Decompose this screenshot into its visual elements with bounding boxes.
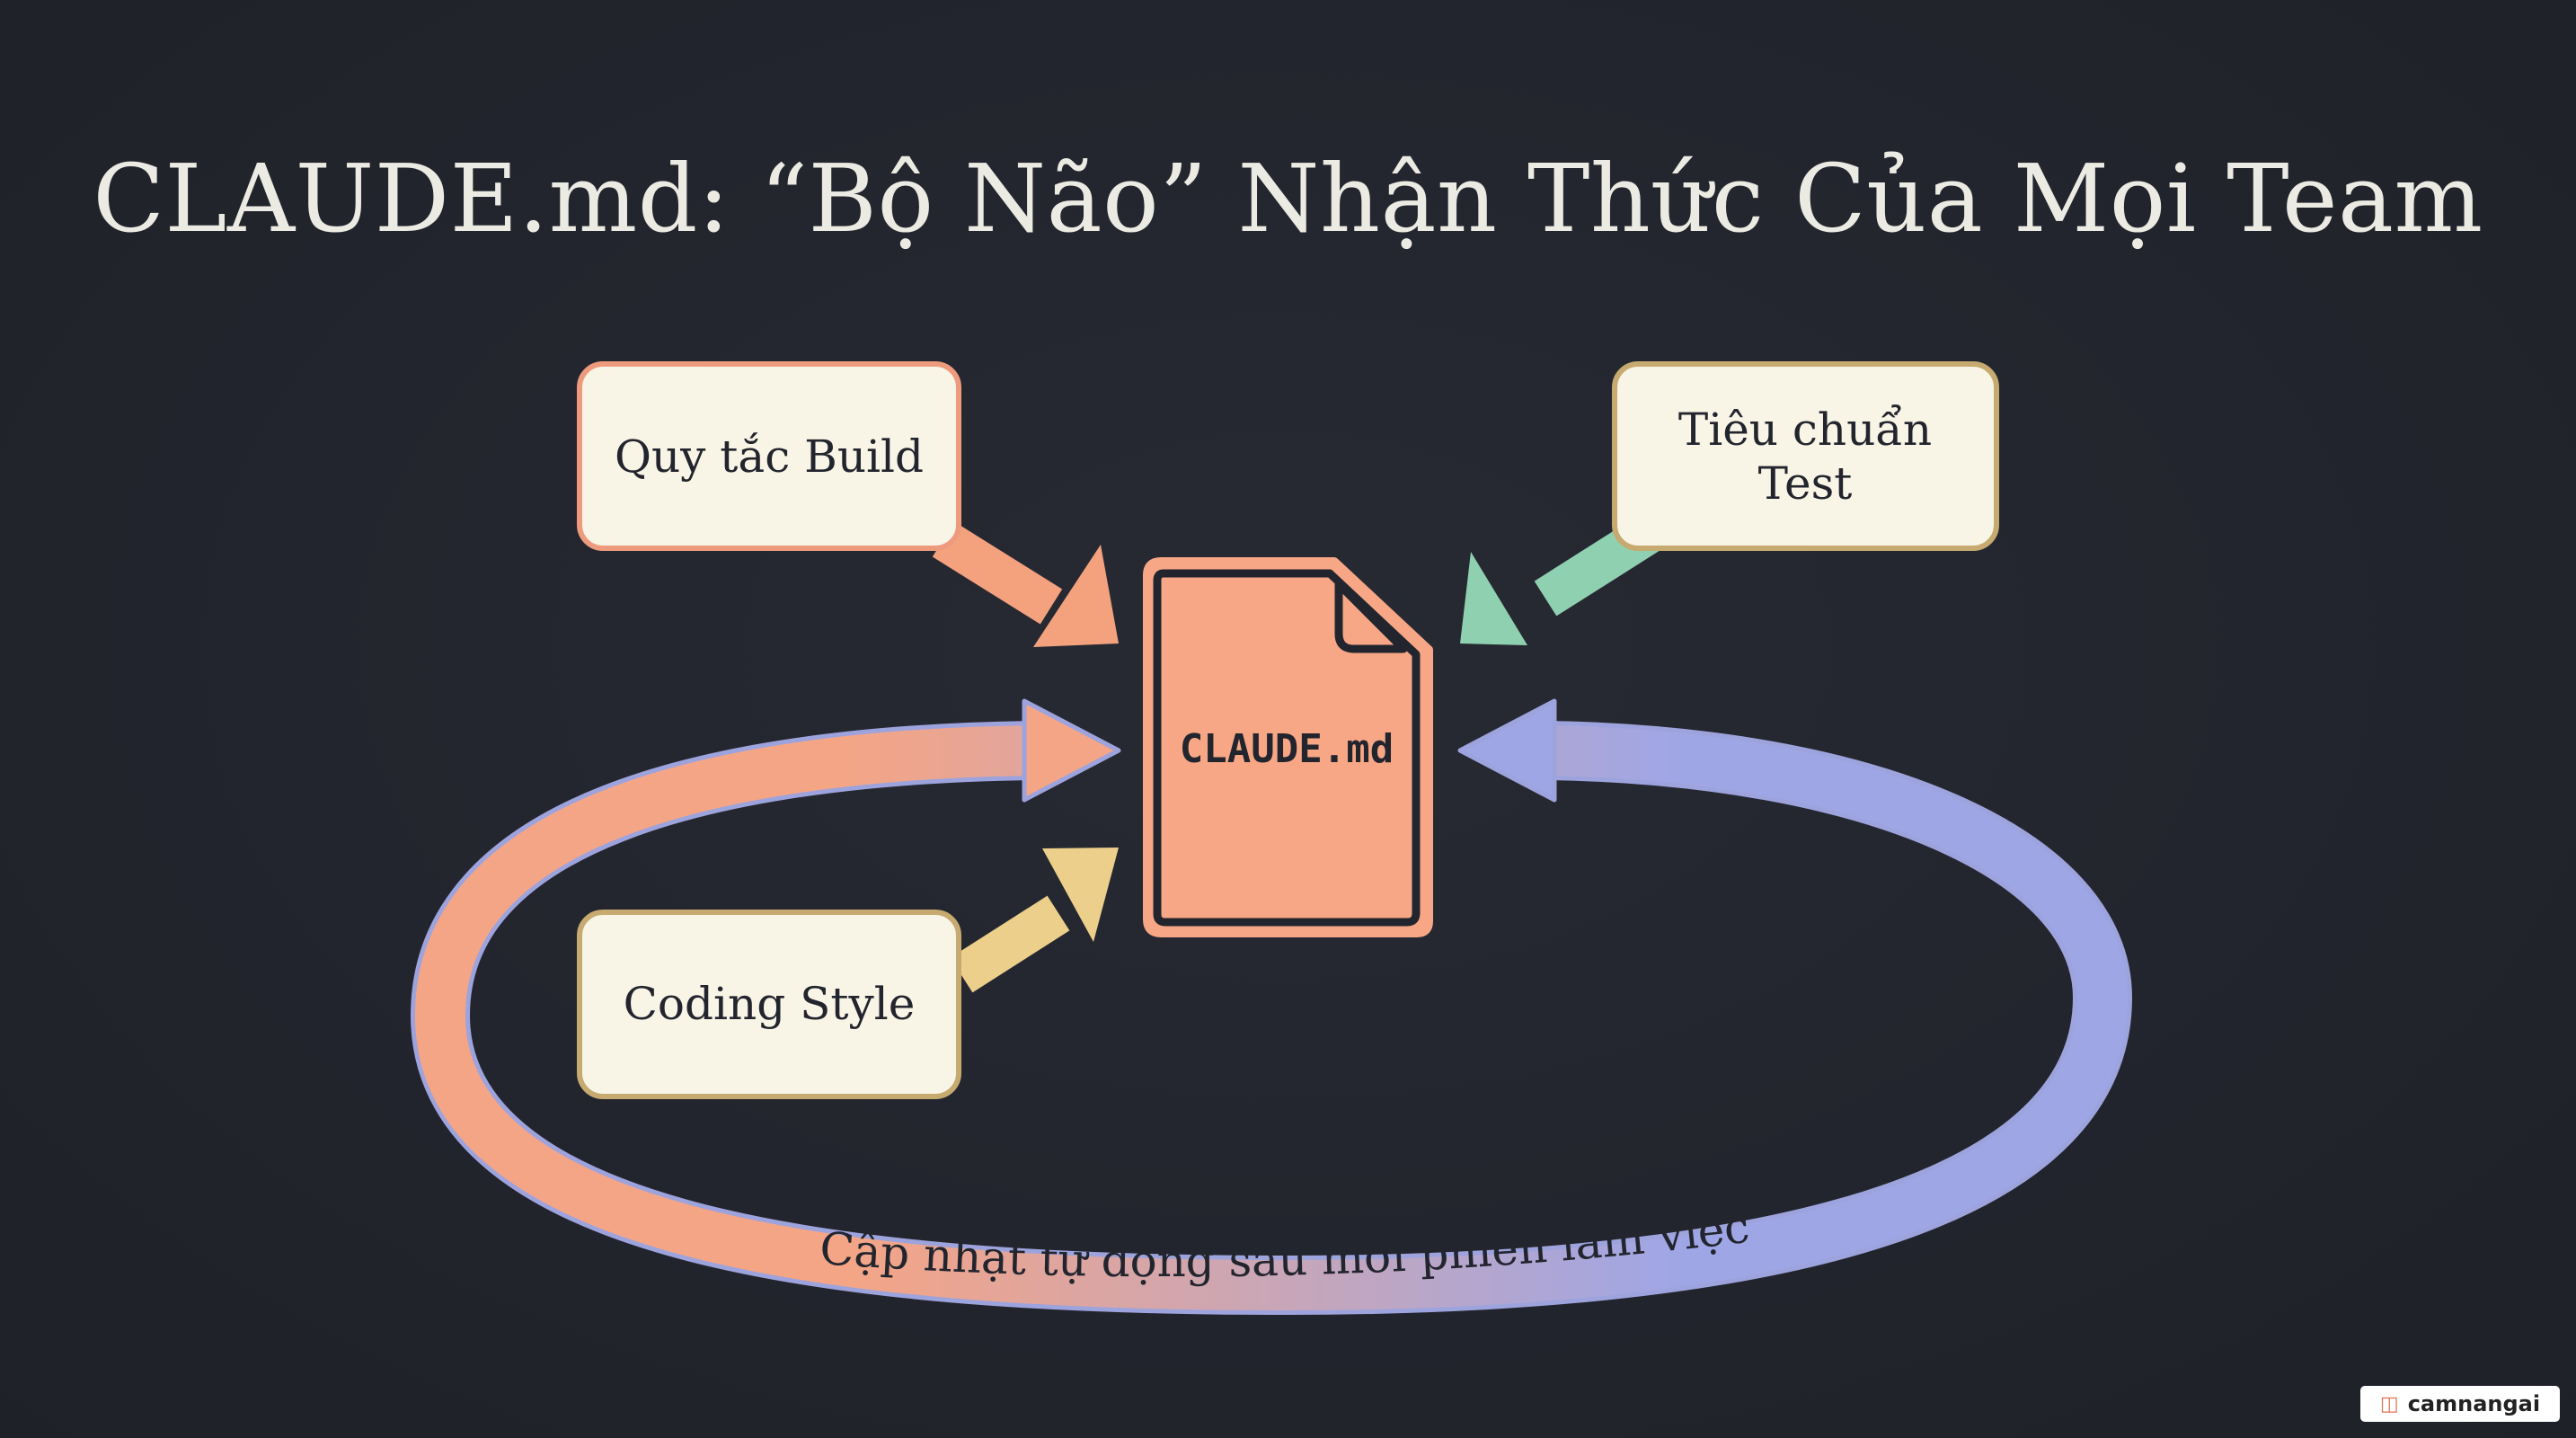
loop-band xyxy=(414,725,2129,1311)
document-label: CLAUDE.md xyxy=(1180,726,1394,772)
book-icon: ◫ xyxy=(2379,1392,2399,1415)
box-build-rules: Quy tắc Build xyxy=(577,361,961,551)
box-test-standards: Tiêu chuẩn Test xyxy=(1612,361,1999,551)
box-coding-style-label: Coding Style xyxy=(624,978,916,1030)
loop-arrowhead-right xyxy=(1457,698,1557,803)
box-build-rules-label: Quy tắc Build xyxy=(615,431,924,483)
box-coding-style: Coding Style xyxy=(577,910,961,1099)
arrow-style-to-doc xyxy=(950,848,1119,993)
arrow-build-to-doc xyxy=(932,521,1119,647)
arrow-test-to-doc xyxy=(1460,512,1665,645)
watermark-badge: ◫ camnangai xyxy=(2360,1386,2560,1422)
loop-arrowhead-left xyxy=(1022,698,1121,803)
document-icon: CLAUDE.md xyxy=(1143,557,1433,937)
box-test-standards-label-line2: Test xyxy=(1758,457,1853,510)
slide-title: CLAUDE.md: “Bộ Não” Nhận Thức Của Mọi Te… xyxy=(93,144,2483,253)
watermark-text: camnangai xyxy=(2407,1391,2541,1416)
box-test-standards-label-line1: Tiêu chuẩn xyxy=(1678,404,1932,456)
